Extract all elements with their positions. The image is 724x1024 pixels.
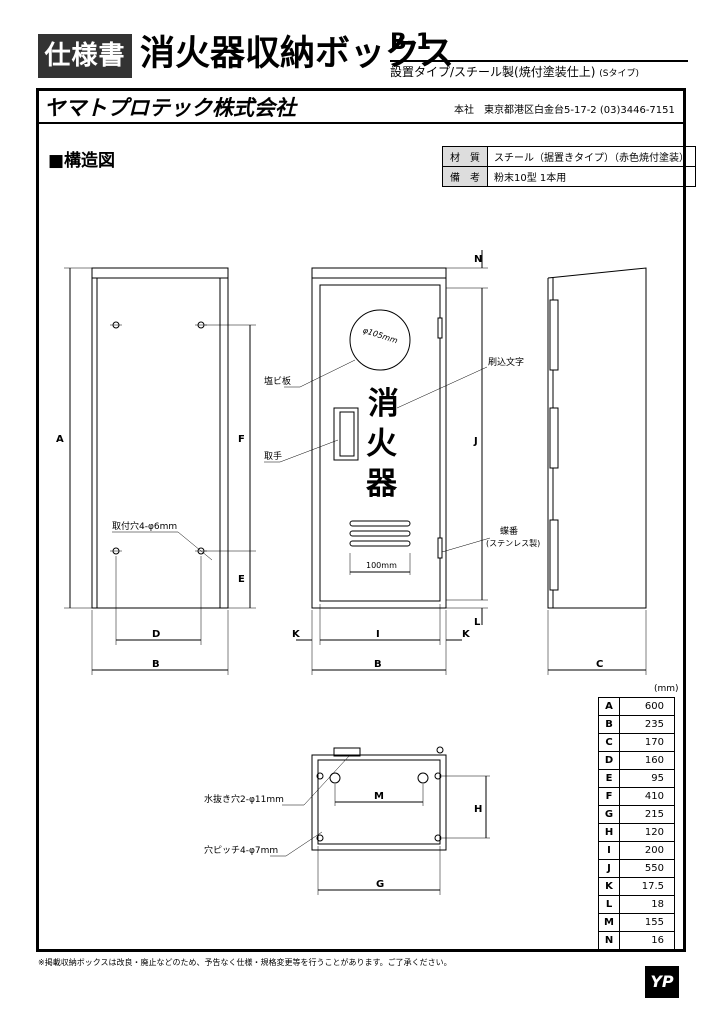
subtitle-text: 設置タイプ/スチール製(焼付塗装仕上) <box>390 65 596 79</box>
circle-size-label: φ105mm <box>362 326 399 346</box>
dim-label-e: E <box>238 574 245 585</box>
dimension-value: 17.5 <box>619 877 675 896</box>
pitch-hole-label: 穴ピッチ4-φ7mm <box>204 844 278 856</box>
document-frame <box>36 88 686 952</box>
spec-table: 材 質 スチール（据置きタイプ）（赤色焼付塗装） 備 考 粉末10型 1本用 <box>442 146 696 187</box>
door-text-3: 器 <box>365 466 398 502</box>
dimension-value: 170 <box>619 733 675 752</box>
hinge-label: 蝶番 <box>500 525 518 537</box>
dim-label-k-left: K <box>292 629 301 640</box>
dimension-key: D <box>598 751 620 770</box>
dim-label-l: L <box>474 617 481 628</box>
dimension-value: 155 <box>619 913 675 932</box>
product-subtitle: 設置タイプ/スチール製(焼付塗装仕上) (Sタイプ) <box>390 63 639 80</box>
plan-view <box>270 746 490 895</box>
footnote: ※掲載収納ボックスは改良・廃止などのため、予告なく仕様・規格変更等を行うことがあ… <box>38 958 452 967</box>
door-text-2: 火 <box>366 426 397 462</box>
page-title: 消火器収納ボックス <box>140 34 454 74</box>
dim-label-k-right: K <box>462 629 471 640</box>
product-code: B-1 <box>390 30 432 55</box>
dim-label-b-back: B <box>152 659 160 670</box>
dimension-key: H <box>598 823 620 842</box>
spec-value: 粉末10型 1本用 <box>487 166 696 187</box>
dim-label-g: G <box>376 879 384 890</box>
company-address: 本社 東京都港区白金台5-17-2 (03)3446-7151 <box>454 105 675 116</box>
dimension-key: I <box>598 841 620 860</box>
dimension-value: 215 <box>619 805 675 824</box>
spec-label: 材 質 <box>442 146 488 167</box>
dimension-key: B <box>598 715 620 734</box>
dimension-key: J <box>598 859 620 878</box>
dim-label-b-front: B <box>374 659 382 670</box>
dimension-value: 16 <box>619 931 675 950</box>
front-view <box>264 250 491 675</box>
dim-label-d: D <box>152 629 160 640</box>
title-rule <box>390 60 688 62</box>
dim-label-h: H <box>474 804 482 815</box>
dimension-key: M <box>598 913 620 932</box>
dimension-key: C <box>598 733 620 752</box>
dimension-key: K <box>598 877 620 896</box>
dimension-value: 550 <box>619 859 675 878</box>
dim-label-j: J <box>473 436 478 447</box>
mount-hole-label: 取付穴4-φ6mm <box>112 520 177 532</box>
back-view <box>64 267 256 675</box>
dim-label-a: A <box>56 434 64 445</box>
dimension-key: N <box>598 931 620 950</box>
print-label: 刷込文字 <box>488 356 524 368</box>
dimension-key: L <box>598 895 620 914</box>
company-logo: YP <box>645 966 679 998</box>
dimension-key: E <box>598 769 620 788</box>
vinyl-plate-label: 塩ビ板 <box>264 375 291 387</box>
spec-badge: 仕様書 <box>38 34 132 78</box>
dimension-value: 160 <box>619 751 675 770</box>
dimension-value: 235 <box>619 715 675 734</box>
dimension-value: 120 <box>619 823 675 842</box>
dimension-value: 95 <box>619 769 675 788</box>
dimension-key: G <box>598 805 620 824</box>
side-view <box>547 267 647 675</box>
spec-row: 備 考 粉末10型 1本用 <box>442 166 696 187</box>
dim-label-i: I <box>376 629 380 640</box>
door-text-1: 消 <box>368 386 399 422</box>
spec-row: 材 質 スチール（据置きタイプ）（赤色焼付塗装） <box>442 146 696 167</box>
hinge-sub-label: (ステンレス製) <box>486 538 540 548</box>
dimension-unit: (mm) <box>654 684 679 694</box>
dimension-key: A <box>598 697 620 716</box>
dimension-value: 600 <box>619 697 675 716</box>
dimension-value: 410 <box>619 787 675 806</box>
subtitle-type: (Sタイプ) <box>599 69 639 79</box>
dim-label-c: C <box>596 659 603 670</box>
company-name: ヤマトプロテック株式会社 <box>44 96 296 120</box>
vent-width-label: 100mm <box>366 561 397 570</box>
section-title: ■構造図 <box>48 151 116 171</box>
dim-label-f: F <box>238 434 245 445</box>
handle-label: 取手 <box>264 450 282 462</box>
dimension-value: 200 <box>619 841 675 860</box>
dimension-value: 18 <box>619 895 675 914</box>
spec-label: 備 考 <box>442 166 488 187</box>
dim-label-m: M <box>374 791 384 802</box>
company-rule <box>39 122 683 124</box>
dimension-key: F <box>598 787 620 806</box>
drain-hole-label: 水抜き穴2-φ11mm <box>204 793 284 805</box>
dim-label-n: N <box>474 254 482 265</box>
